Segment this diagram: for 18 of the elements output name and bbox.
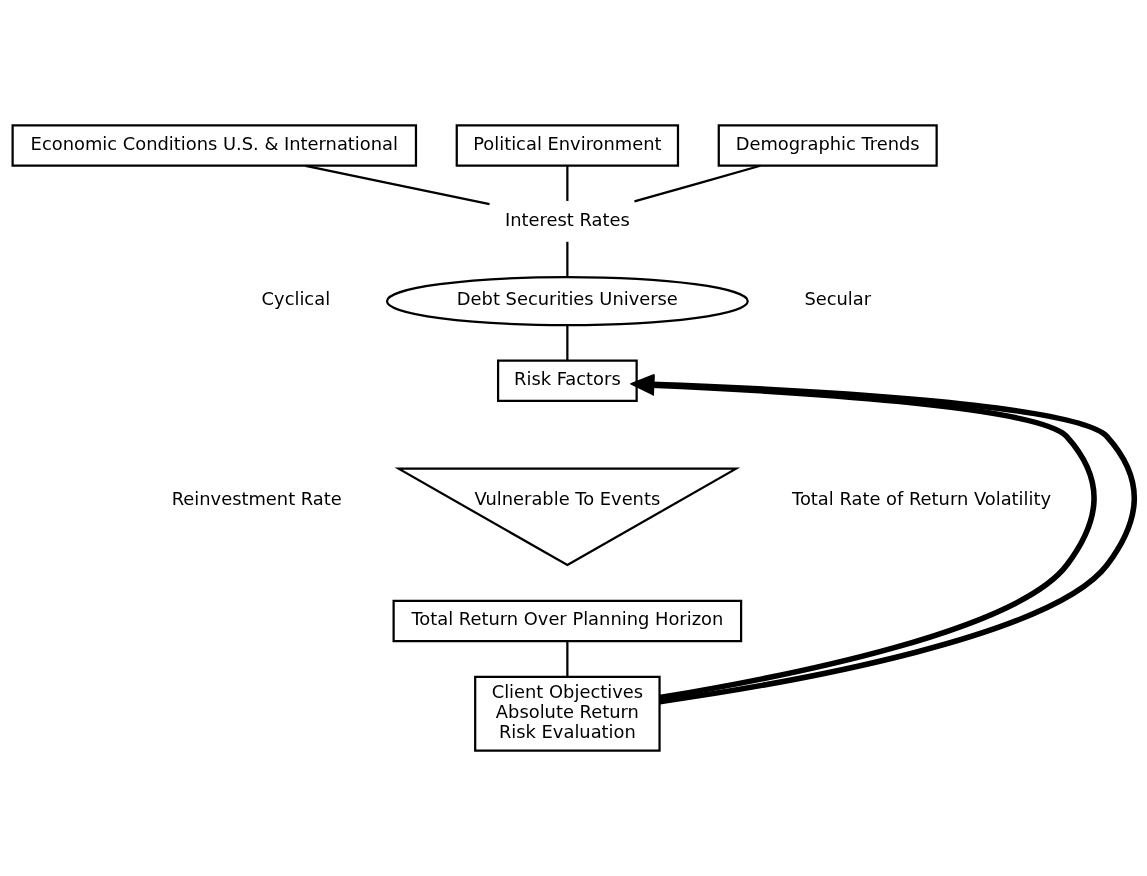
node-text: Interest Rates: [504, 208, 630, 230]
label: Total Rate of Return Volatility: [792, 488, 1052, 510]
node-box: Total Return Over Planning Horizon: [392, 599, 743, 643]
connector: [566, 166, 569, 201]
connector: [566, 241, 569, 278]
connector: [634, 164, 761, 203]
node-ellipse: Debt Securities Universe: [385, 276, 749, 327]
node-box: Political Environment: [455, 124, 680, 167]
label: Cyclical: [261, 288, 331, 310]
label: Reinvestment Rate: [171, 488, 342, 510]
node-box: Demographic Trends: [717, 124, 938, 167]
node-box: Client Objectives Absolute Return Risk Evaluation: [474, 675, 661, 752]
connector: [305, 164, 490, 206]
connector: [566, 641, 569, 677]
label: Secular: [804, 288, 872, 310]
connector: [566, 325, 569, 361]
node-box: Economic Conditions U.S. & International: [11, 124, 418, 167]
node-box: Risk Factors: [496, 359, 638, 402]
